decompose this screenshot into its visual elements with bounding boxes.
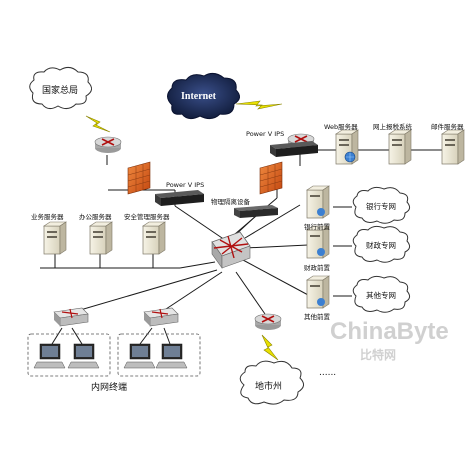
server-icon [43, 221, 67, 255]
wan-links [85, 100, 283, 361]
lightning-icon [235, 100, 283, 110]
lightning-icon [85, 115, 111, 133]
workstation-icon [155, 343, 188, 369]
ips-appliance-icon [270, 141, 318, 157]
isolation-device-icon [234, 205, 278, 218]
finance-network-cloud [352, 225, 411, 263]
terminal-group-box [27, 333, 111, 377]
workstation-icon [33, 343, 66, 369]
web-server-icon [335, 129, 359, 165]
ips-appliance-icon [155, 190, 204, 206]
internet-cloud-shape [167, 72, 240, 120]
router-icon [94, 136, 122, 153]
terminal-group-box [117, 333, 201, 377]
access-switch-icon [53, 307, 89, 327]
server-icon [142, 221, 166, 255]
front-server-icon [306, 185, 330, 219]
server-icon [441, 129, 465, 165]
lightning-icon [261, 334, 279, 361]
bank-network-cloud [352, 186, 411, 224]
access-switch-icon [143, 307, 179, 327]
front-server-icon [306, 275, 330, 309]
core-switch-icon [211, 231, 251, 269]
city-cloud [239, 360, 304, 405]
firewall-icon [127, 161, 151, 195]
workstation-icon [123, 343, 156, 369]
firewall-icon [259, 161, 283, 195]
router-icon [254, 313, 282, 330]
hq-cloud [29, 66, 92, 110]
server-icon [89, 221, 113, 255]
workstation-icon [67, 343, 100, 369]
other-network-cloud [352, 275, 411, 313]
front-server-icon [306, 225, 330, 259]
server-icon [388, 129, 412, 165]
